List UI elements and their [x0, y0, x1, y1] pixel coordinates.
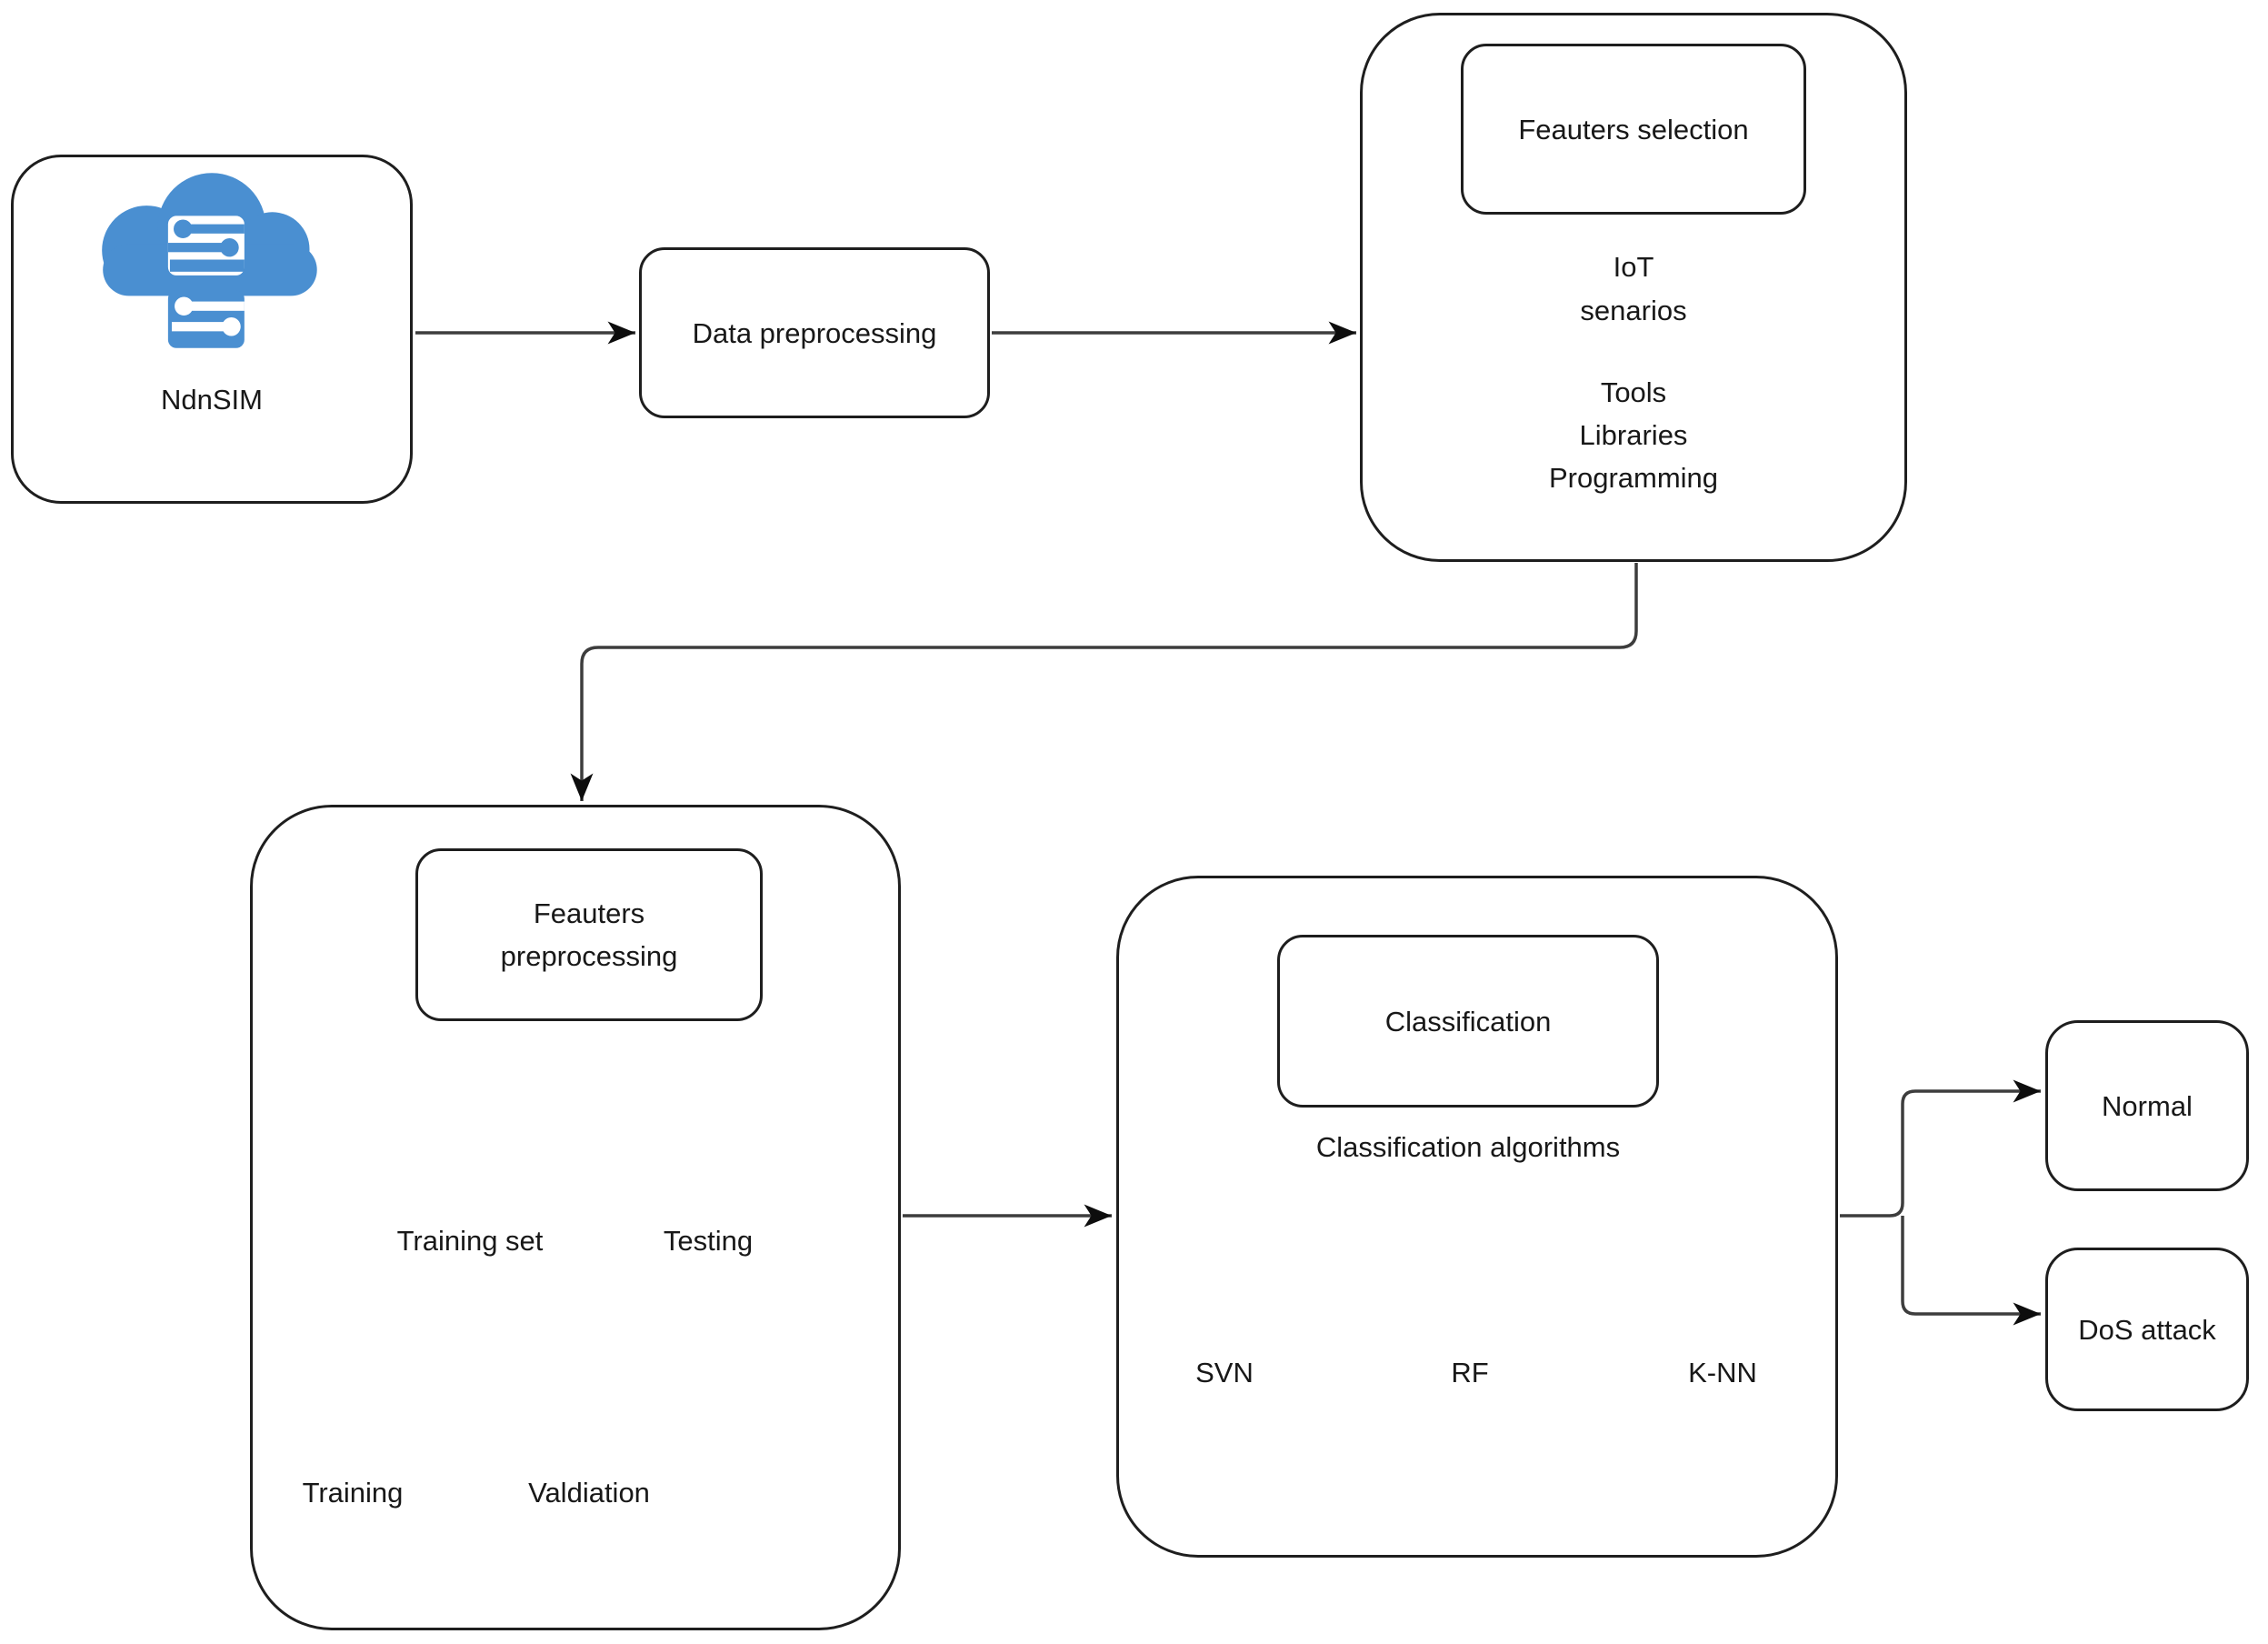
ndnsim-label: NdnSIM	[161, 384, 263, 416]
libraries-line: Libraries	[1579, 419, 1688, 451]
senarios-line: senarios	[1580, 295, 1687, 326]
tools-libraries-programming-text: Tools Libraries Programming	[1360, 371, 1907, 499]
tools-line: Tools	[1600, 376, 1667, 408]
valdiation-label: Valdiation	[528, 1477, 650, 1509]
feauters-line: Feauters	[533, 897, 645, 929]
training-set-label: Training set	[396, 1225, 544, 1257]
testing-label: Testing	[663, 1225, 754, 1257]
classification-algorithms-label: Classification algorithms	[1315, 1131, 1621, 1163]
cloud-circuit-icon	[102, 173, 317, 348]
normal-node: Normal	[2045, 1020, 2249, 1191]
features-preprocessing-heading-box: Feauters preprocessing	[415, 848, 763, 1021]
data-preprocessing-label: Data preprocessing	[692, 316, 937, 349]
normal-label: Normal	[2102, 1089, 2193, 1122]
dos-attack-label: DoS attack	[2078, 1313, 2216, 1346]
data-preprocessing-node: Data preprocessing	[639, 247, 990, 418]
arrow-classification-to-dosattack	[1901, 1216, 2041, 1326]
classification-heading-box: Classification	[1277, 935, 1659, 1108]
features-preprocessing-heading: Feauters preprocessing	[501, 892, 678, 977]
preprocessing-line: preprocessing	[500, 940, 678, 972]
iot-scenarios-text: IoT senarios	[1360, 246, 1907, 333]
programming-line: Programming	[1548, 462, 1719, 494]
classification-heading: Classification	[1384, 1005, 1552, 1038]
rf-label: RF	[1451, 1357, 1489, 1388]
knn-label: K-NN	[1688, 1357, 1757, 1388]
features-selection-heading: Feauters selection	[1518, 113, 1749, 145]
features-selection-heading-box: Feauters selection	[1461, 44, 1806, 215]
arrow-featuresselection-to-featurespreprocessing	[570, 563, 1638, 801]
dos-attack-node: DoS attack	[2045, 1248, 2249, 1411]
iot-line: IoT	[1613, 251, 1654, 283]
svn-label: SVN	[1195, 1357, 1254, 1388]
training-label: Training	[302, 1477, 404, 1509]
arrow-classification-to-normal	[1840, 1079, 2041, 1218]
